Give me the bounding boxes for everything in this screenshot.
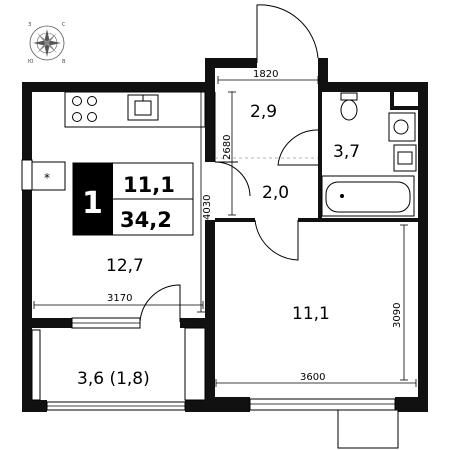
kitchen-counter <box>64 91 206 128</box>
kitchen-hall-wall <box>205 92 215 162</box>
balcony-glazing <box>31 327 206 411</box>
compass-rose-icon: З С Ю В <box>28 22 66 65</box>
walls <box>22 58 428 412</box>
kitchen-bedroom-wall <box>205 220 215 412</box>
bathroom-left-wall <box>318 92 322 220</box>
compass-north-letter: С <box>62 22 66 28</box>
bottom-wall-bedroom-left <box>205 397 250 412</box>
kitchen-bottom-wall-left <box>32 318 72 328</box>
balcony-door <box>139 284 181 323</box>
shaft-wall <box>390 92 394 110</box>
ventilation-box: * <box>31 161 66 191</box>
hall-depth-dimension: 2680 <box>222 135 233 160</box>
bathtub-icon <box>321 175 415 217</box>
corridor-bedroom-wall-right <box>298 218 418 222</box>
kitchen-depth-dimension: 4030 <box>202 195 213 220</box>
bathroom-fixtures <box>321 92 417 217</box>
bathroom-door <box>277 129 319 166</box>
kitchen-left-window <box>21 159 33 191</box>
bedroom-window-sill <box>337 409 399 449</box>
entrance-door <box>256 4 319 63</box>
bedroom-window <box>249 398 399 449</box>
hall-area-label: 2,9 <box>250 102 277 122</box>
balcony-bottom-left <box>22 400 47 412</box>
right-exterior-wall <box>418 82 428 412</box>
kitchen-door <box>214 161 251 197</box>
shaft-wall-bottom <box>390 106 418 110</box>
kitchen-balcony-window <box>71 317 141 329</box>
kitchen-bottom-wall-right <box>180 318 215 328</box>
top-wall-kitchen <box>22 82 215 92</box>
room-count-badge: 1 <box>82 186 103 221</box>
compass-east-letter: В <box>62 59 66 65</box>
kitchen-area-label: 12,7 <box>106 256 144 276</box>
toilet-icon <box>340 92 358 121</box>
corridor-area-label: 2,0 <box>262 183 289 203</box>
compass-south-letter: Ю <box>28 59 34 65</box>
area-badge: 1 11,1 34,2 <box>72 162 194 236</box>
hall-width-dimension: 1820 <box>253 69 278 80</box>
compass-west-letter: З <box>28 22 31 28</box>
dimension-lines <box>33 76 417 387</box>
washing-machine-icon <box>388 112 416 142</box>
ventilation-symbol: * <box>44 171 50 185</box>
left-exterior-wall <box>22 82 32 412</box>
balcony-left-wall <box>22 320 32 412</box>
bedroom-depth-dimension: 3090 <box>392 303 403 328</box>
corridor-bedroom-wall-left <box>215 218 255 222</box>
bedroom-door <box>254 219 299 261</box>
sink-icon <box>127 94 159 121</box>
bedroom-area-label: 11,1 <box>292 304 330 324</box>
hall-right-jamb <box>318 58 328 92</box>
bedroom-width-dimension: 3600 <box>300 372 325 383</box>
bottom-wall-bedroom-right <box>395 397 428 412</box>
kitchen-width-dimension: 3170 <box>107 293 132 304</box>
balcony-area-label: 3,6 (1,8) <box>77 369 150 389</box>
top-wall-bathroom <box>318 82 428 92</box>
living-area-badge: 11,1 <box>123 173 175 197</box>
bathroom-area-label: 3,7 <box>333 142 360 162</box>
stove-icon <box>72 96 97 122</box>
sink-bath-icon <box>393 144 417 172</box>
total-area-badge: 34,2 <box>120 208 172 232</box>
hall-left-jamb <box>205 58 215 92</box>
top-wall-hall-left <box>205 58 257 68</box>
